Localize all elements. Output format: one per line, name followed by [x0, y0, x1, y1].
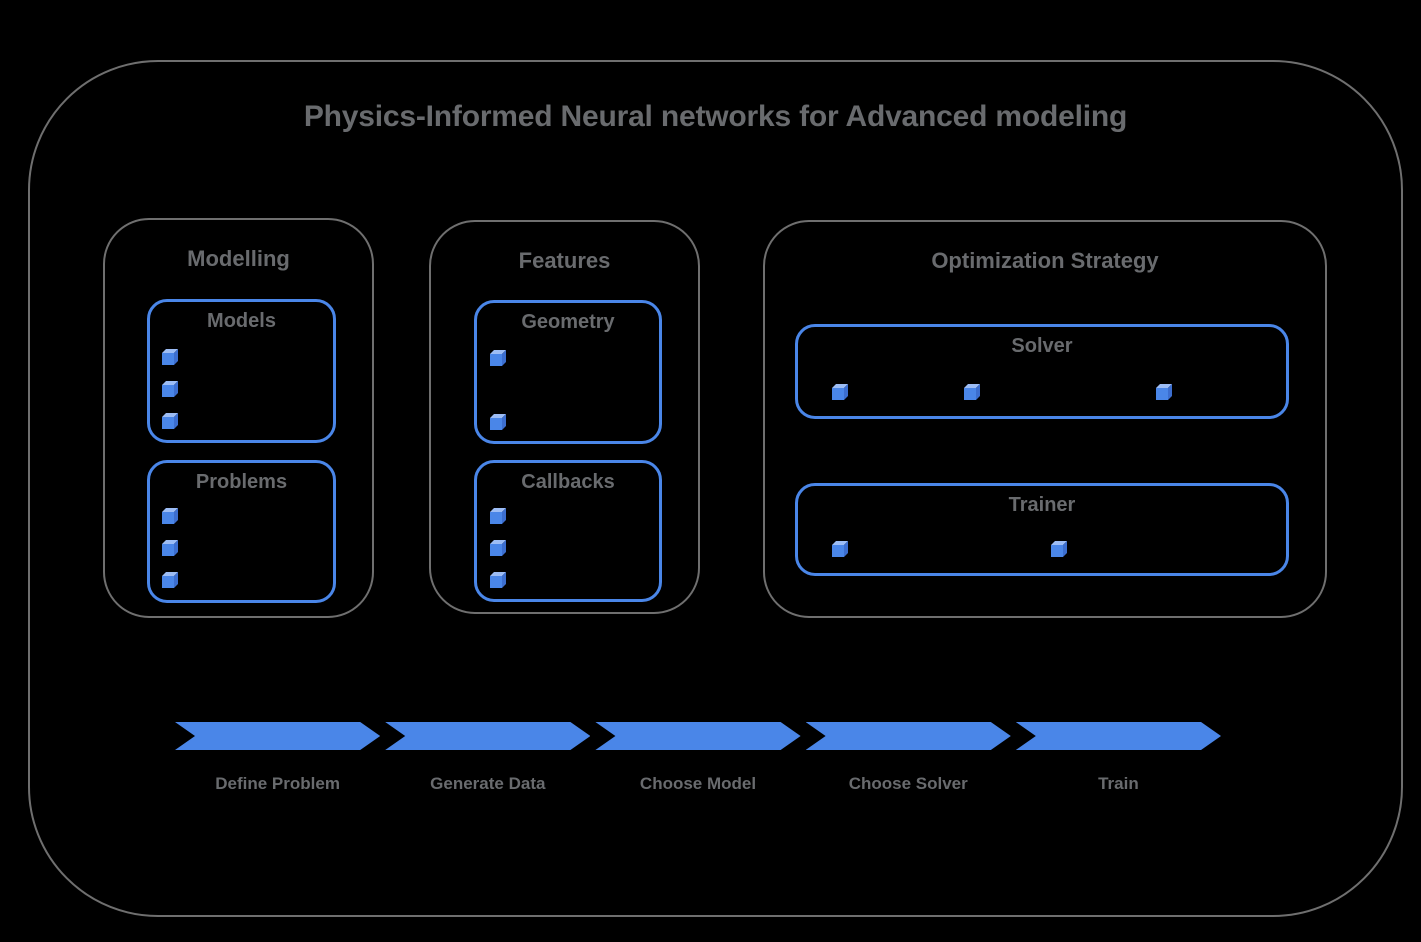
- process-flow: Define Problem Generate Data Choose Mode…: [175, 722, 1221, 794]
- box-callbacks-title: Callbacks: [521, 471, 615, 493]
- flow-step-label: Train: [1098, 774, 1139, 793]
- chevron-arrow-icon: [806, 722, 1011, 750]
- cube-bullet-icon: [490, 572, 506, 588]
- box-callbacks: Callbacks: [474, 460, 662, 602]
- cube-bullet-icon: [490, 350, 506, 366]
- group-features-title: Features: [518, 248, 611, 273]
- box-geometry-title: Geometry: [521, 311, 615, 333]
- cube-bullet-icon: [490, 414, 506, 430]
- group-optimization-strategy: Optimization Strategy Solver Trainer: [763, 220, 1327, 618]
- cube-bullet-icon: [162, 572, 178, 588]
- cube-bullet-icon: [964, 384, 980, 400]
- box-models-title: Models: [207, 310, 276, 332]
- box-problems-title: Problems: [195, 471, 288, 493]
- box-solver: Solver: [795, 324, 1289, 419]
- cube-bullet-icon: [162, 540, 178, 556]
- cube-bullet-icon: [832, 384, 848, 400]
- cube-bullet-icon: [1156, 384, 1172, 400]
- box-geometry: Geometry: [474, 300, 662, 444]
- outer-frame: [28, 60, 1403, 917]
- cube-bullet-icon: [1051, 541, 1067, 557]
- flow-step-choose-model: Choose Model: [595, 722, 800, 794]
- flow-step-label: Define Problem: [215, 774, 340, 793]
- chevron-arrow-icon: [1016, 722, 1221, 750]
- box-trainer-title: Trainer: [1008, 494, 1076, 516]
- group-optimization-title: Optimization Strategy: [931, 248, 1159, 273]
- box-trainer: Trainer: [795, 483, 1289, 576]
- box-solver-title: Solver: [1011, 335, 1073, 357]
- flow-step-define-problem: Define Problem: [175, 722, 380, 794]
- chevron-arrow-icon: [595, 722, 800, 750]
- flow-step-label: Generate Data: [430, 774, 546, 793]
- cube-bullet-icon: [162, 413, 178, 429]
- chevron-arrow-icon: [385, 722, 590, 750]
- page-title: Physics-Informed Neural networks for Adv…: [303, 100, 1128, 133]
- flow-step-train: Train: [1016, 722, 1221, 794]
- cube-bullet-icon: [162, 349, 178, 365]
- cube-bullet-icon: [162, 508, 178, 524]
- cube-bullet-icon: [490, 508, 506, 524]
- box-problems: Problems: [147, 460, 336, 603]
- flow-step-label: Choose Model: [639, 774, 757, 793]
- flow-step-choose-solver: Choose Solver: [806, 722, 1011, 794]
- flow-step-label: Choose Solver: [848, 774, 968, 793]
- box-models: Models: [147, 299, 336, 443]
- group-modelling-title: Modelling: [187, 246, 290, 271]
- cube-bullet-icon: [162, 381, 178, 397]
- cube-bullet-icon: [832, 541, 848, 557]
- group-modelling: Modelling Models Problems: [103, 218, 374, 618]
- group-features: Features Geometry Callbacks: [429, 220, 700, 614]
- chevron-arrow-icon: [175, 722, 380, 750]
- cube-bullet-icon: [490, 540, 506, 556]
- flow-step-generate-data: Generate Data: [385, 722, 590, 794]
